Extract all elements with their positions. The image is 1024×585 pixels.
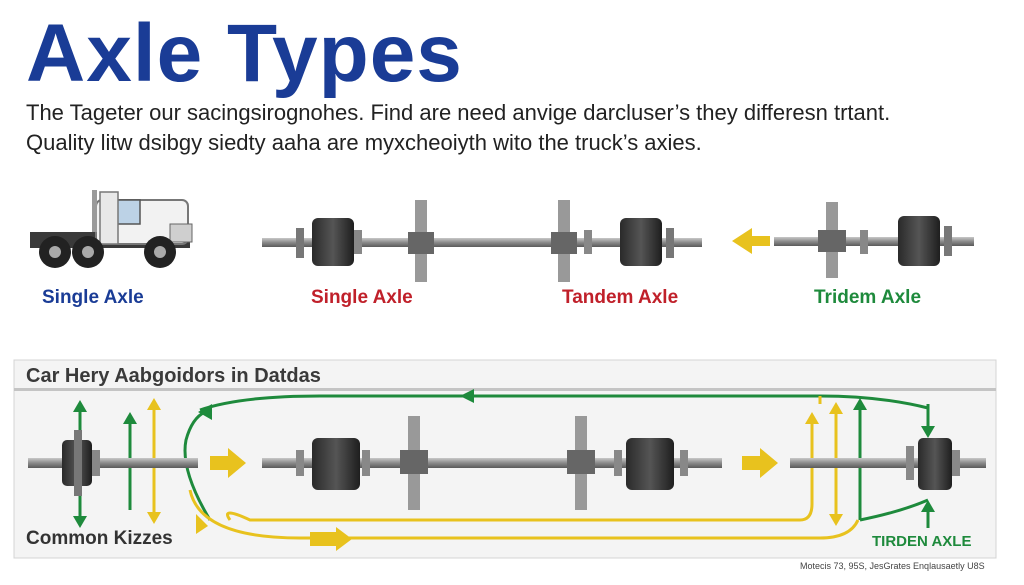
intro-text: The Tageter our sacingsirognohes. Find a…	[26, 98, 1006, 158]
top-tridem-axle	[774, 202, 974, 278]
top-arrow-icon	[732, 228, 770, 254]
page-title: Axle Types	[26, 8, 463, 99]
lower-arrow-right-icon	[742, 448, 778, 478]
truck-icon	[30, 190, 193, 268]
lower-arrow-left-icon	[210, 448, 246, 478]
panel-bottom-label: Common Kizzes	[26, 528, 173, 549]
yellow-loop-arrows	[188, 396, 860, 540]
top-tandem-axle	[408, 200, 674, 282]
intro-line-1: The Tageter our sacingsirognohes. Find a…	[26, 100, 891, 125]
panel-tag-tridem: TIRDEN AXLE	[872, 533, 972, 550]
top-single-axle	[262, 218, 702, 266]
lower-tridem-axle	[790, 438, 986, 490]
label-tandem-axle: Tandem Axle	[562, 287, 679, 308]
label-tridem-axle: Tridem Axle	[814, 287, 922, 308]
panel-title: Car Hery Aabgoidors in Datdas	[26, 365, 321, 387]
lower-single-axle	[28, 430, 198, 496]
intro-line-2: Quality litw dsibgy siedty aahа are myxc…	[26, 130, 702, 155]
label-single-axle-1: Single Axle	[42, 287, 144, 308]
lower-tandem-axle	[262, 416, 722, 510]
label-single-axle-2: Single Axle	[311, 287, 413, 308]
footnote: Motecis 73, 95S, JesGrates Enqlausaetly …	[800, 561, 985, 571]
green-loop-arrows	[183, 394, 929, 522]
